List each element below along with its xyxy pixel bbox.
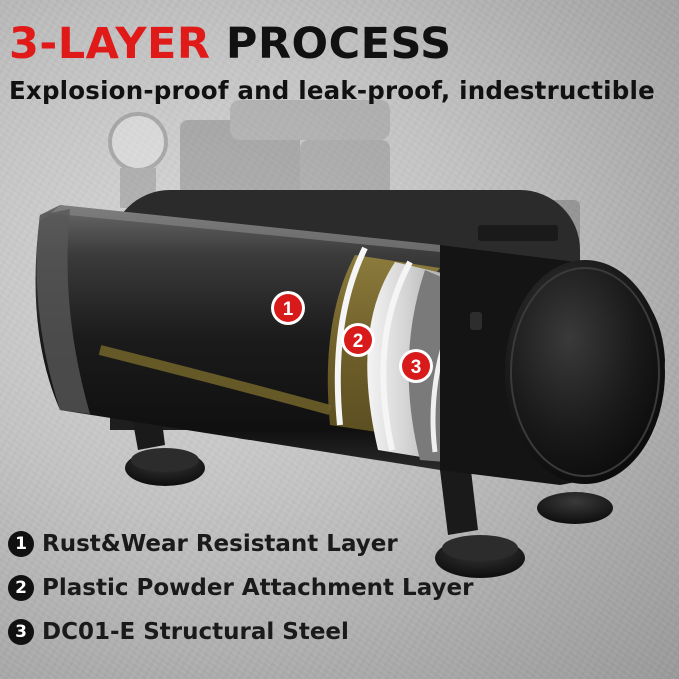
callout-1: 1 [271, 291, 305, 325]
legend-text: Plastic Powder Attachment Layer [42, 575, 474, 601]
legend-item: 3 DC01-E Structural Steel [8, 610, 648, 654]
tank-end-cap [440, 225, 665, 485]
title-highlight: 3-LAYER [9, 19, 211, 69]
legend-item: 1 Rust&Wear Resistant Layer [8, 522, 648, 566]
legend-text: DC01-E Structural Steel [42, 619, 349, 645]
page-subtitle: Explosion-proof and leak-proof, indestru… [9, 76, 655, 105]
callout-3-label: 3 [411, 357, 422, 378]
legend-text: Rust&Wear Resistant Layer [42, 531, 398, 557]
callout-1-label: 1 [283, 299, 294, 320]
page-title: 3-LAYER PROCESS [9, 14, 452, 74]
callout-3: 3 [399, 349, 433, 383]
callout-2: 2 [341, 323, 375, 357]
layer-legend: 1 Rust&Wear Resistant Layer 2 Plastic Po… [8, 522, 648, 654]
legend-item: 2 Plastic Powder Attachment Layer [8, 566, 648, 610]
legend-number-badge: 2 [8, 575, 34, 601]
callout-2-label: 2 [353, 331, 364, 352]
legend-number-badge: 1 [8, 531, 34, 557]
legend-number-badge: 3 [8, 619, 34, 645]
tank-legs [125, 390, 613, 578]
title-rest: PROCESS [210, 19, 452, 69]
